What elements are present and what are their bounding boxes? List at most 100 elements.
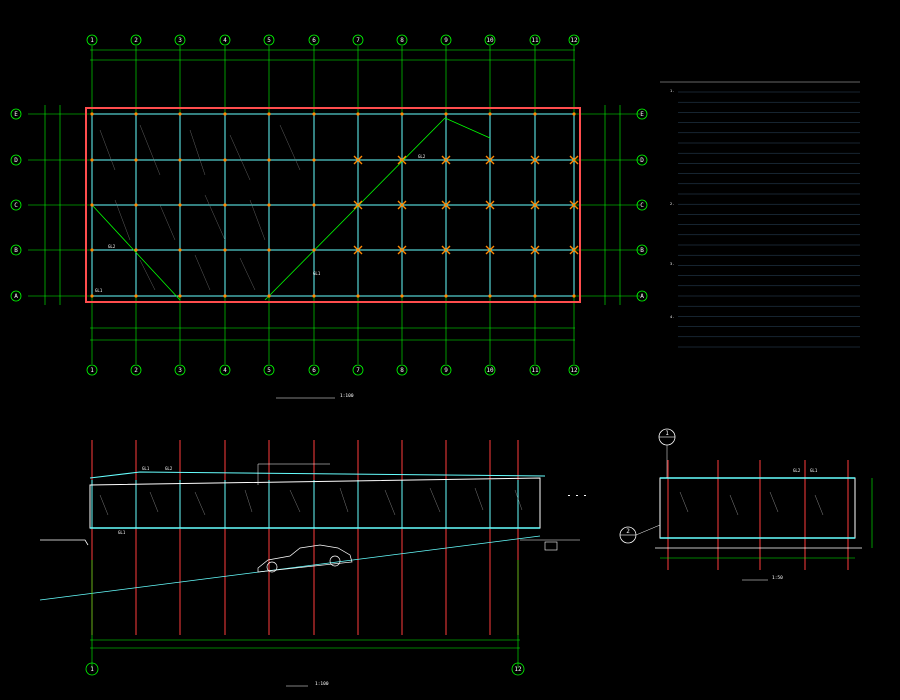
plan-row-bubble-A-right (636, 290, 648, 302)
plan-node-dot (178, 248, 182, 252)
elevation-roof-top (89, 471, 546, 479)
plan-axis-bubble-1-top (86, 34, 98, 46)
plan-node-dot (488, 112, 492, 116)
plan-axis-label-10-top: 10 (486, 37, 494, 44)
plan-node-dot (312, 158, 316, 162)
notes-heading-1: 1. (670, 89, 674, 93)
plan-node-dot (178, 158, 182, 162)
plan-node-dot (267, 248, 271, 252)
plan-axis-label-11-top: 11 (531, 37, 539, 44)
section-beam-tag-gl2: GL2 (793, 468, 801, 473)
plan-node-cross (441, 200, 451, 210)
plan-axis-label-6-top: 6 (312, 37, 316, 44)
elevation-pit (544, 541, 558, 551)
plan-node-dot (178, 112, 182, 116)
plan-node-cross (353, 245, 363, 255)
plan-node-dot (444, 294, 448, 298)
elevation-dimension-lines (90, 560, 520, 668)
plan-axis-bubble-12-top (568, 34, 580, 46)
plan-beam-tag-gl2: GL2 (108, 244, 116, 249)
plan-axis-bubble-6-top (308, 34, 320, 46)
plan-node-dot (134, 112, 138, 116)
plan-node-cross (441, 155, 451, 165)
plan-node-dot (223, 294, 227, 298)
plan-row-label-A-right: A (640, 293, 644, 300)
plan-node-dot (488, 294, 492, 298)
elevation-axis-bubble-1 (85, 662, 99, 676)
plan-node-dot (90, 158, 94, 162)
section-scale: 1:50 (772, 575, 783, 581)
plan-axis-bubble-7-top (352, 34, 364, 46)
plan-node-dot (90, 294, 94, 298)
plan-axis-bubble-3-bottom (174, 364, 186, 376)
plan-row-bubble-C-right (636, 199, 648, 211)
plan-axis-bubble-10-bottom (484, 364, 496, 376)
elevation-roof-frame (89, 477, 541, 529)
plan-axis-label-3-top: 3 (178, 37, 182, 44)
plan-axis-label-4-top: 4 (223, 37, 227, 44)
elevation-ground-left (40, 539, 89, 546)
plan-axis-label-5-top: 5 (267, 37, 271, 44)
plan-node-dot (400, 294, 404, 298)
plan-row-label-B-right: B (640, 247, 644, 254)
plan-node-cross (485, 155, 495, 165)
plan-node-dot (533, 112, 537, 116)
plan-axis-label-2-top: 2 (134, 37, 138, 44)
plan-axis-bubble-9-bottom (440, 364, 452, 376)
plan-node-dot (572, 112, 576, 116)
plan-node-cross (397, 245, 407, 255)
plan-axis-bubble-5-bottom (263, 364, 275, 376)
notes-heading-3: 3. (670, 262, 674, 266)
plan-row-bubble-C-left (10, 199, 22, 211)
plan-axis-bubble-4-top (219, 34, 231, 46)
notes-heading-2: 2. (670, 202, 674, 206)
plan-node-dot (223, 203, 227, 207)
section-2-2-view: 1 2 GL1 GL2 1:50 (619, 428, 873, 581)
plan-node-dot (178, 294, 182, 298)
plan-axis-bubble-6-bottom (308, 364, 320, 376)
plan-row-label-C-left: C (14, 202, 18, 209)
elevation-axis-bubble-12 (511, 662, 525, 676)
elevation-scale: 1:100 (315, 681, 329, 687)
plan-row-bubble-D-left (10, 154, 22, 166)
plan-axis-label-1-bottom: 1 (90, 367, 94, 374)
plan-axis-label-9-bottom: 9 (444, 367, 448, 374)
plan-node-dot (400, 112, 404, 116)
elevation-column-lines (91, 440, 519, 635)
plan-axis-bubble-3-top (174, 34, 186, 46)
plan-node-cross (569, 200, 579, 210)
plan-node-dot (223, 112, 227, 116)
section-callout-side-number: 2 (626, 528, 630, 535)
plan-axis-label-1-top: 1 (90, 37, 94, 44)
plan-node-cross (530, 155, 540, 165)
plan-axis-label-5-bottom: 5 (267, 367, 271, 374)
plan-beam-tag-gl1-b: GL1 (313, 271, 321, 276)
plan-axis-label-12-bottom: 12 (570, 367, 578, 374)
plan-row-label-E-left: E (14, 111, 18, 118)
plan-axis-label-9-top: 9 (444, 37, 448, 44)
notes-heading-4: 4. (670, 315, 674, 319)
plan-axis-label-11-bottom: 11 (531, 367, 539, 374)
plan-node-dot (223, 248, 227, 252)
elevation-axis-label-1: 1 (90, 666, 94, 673)
plan-node-cross (530, 245, 540, 255)
plan-axis-label-12-top: 12 (570, 37, 578, 44)
plan-node-dot (267, 112, 271, 116)
plan-node-cross (397, 200, 407, 210)
plan-row-label-D-left: D (14, 157, 18, 164)
plan-node-dot (267, 294, 271, 298)
plan-node-dot (533, 294, 537, 298)
plan-axis-bubble-1-bottom (86, 364, 98, 376)
plan-axis-bubble-9-top (440, 34, 452, 46)
plan-row-bubble-E-right (636, 108, 648, 120)
plan-node-dot (223, 158, 227, 162)
elevation-ramp-line (39, 535, 541, 601)
plan-axis-label-8-top: 8 (400, 37, 404, 44)
plan-axis-label-6-bottom: 6 (312, 367, 316, 374)
plan-scale: 1:100 (340, 393, 354, 399)
plan-node-dot (312, 294, 316, 298)
section-dimension-lines (660, 478, 873, 559)
plan-node-dot (356, 112, 360, 116)
section-callout-top-number: 1 (665, 430, 669, 437)
